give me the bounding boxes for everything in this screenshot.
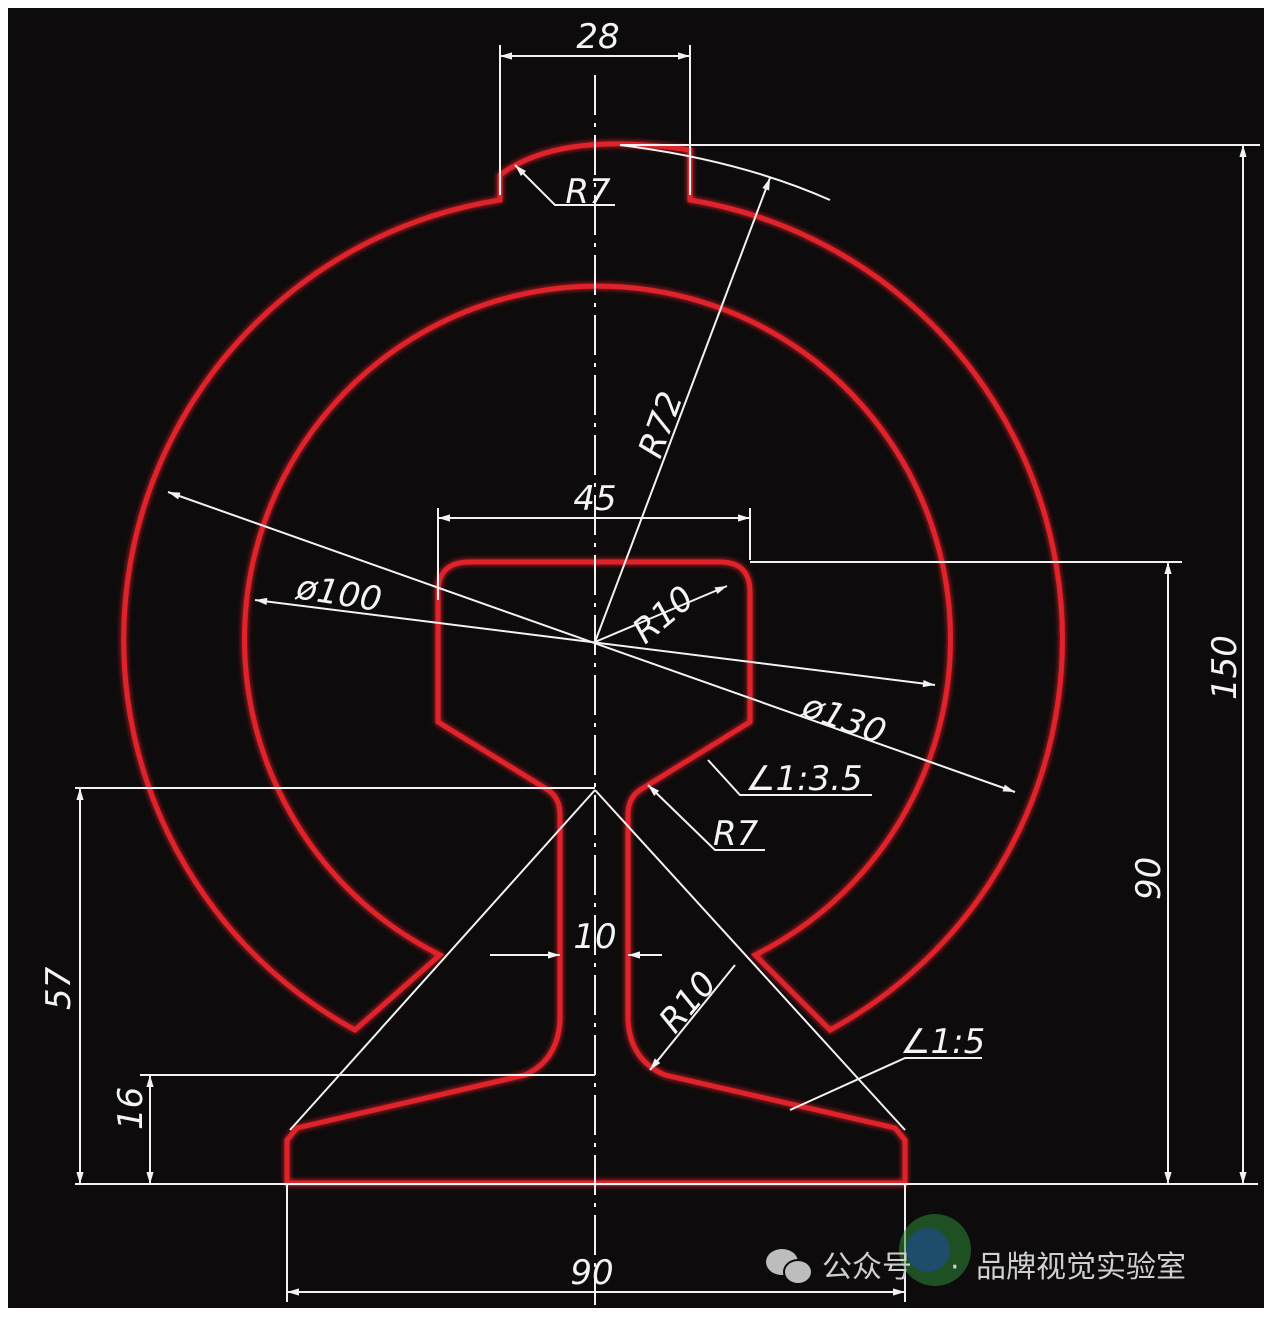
label-base-height: 16 (111, 1087, 151, 1130)
label-height-57: 57 (39, 966, 79, 1010)
label-total-height: 150 (1205, 635, 1245, 700)
label-top-width: 28 (576, 17, 619, 57)
watermark-name: 品牌视觉实验室 (976, 1250, 1186, 1285)
label-base-taper: ∠1:5 (900, 1022, 985, 1062)
outer-ring-outline (121, 141, 1065, 1034)
label-neck-radius: R7 (713, 814, 759, 854)
watermark: 公众号 · 品牌视觉实验室 (766, 1214, 1186, 1286)
label-web-width: 10 (573, 917, 616, 957)
label-rail-height: 90 (1129, 857, 1169, 900)
dimension-lines (75, 45, 1260, 1305)
label-base-width: 90 (570, 1253, 613, 1293)
watermark-prefix: 公众号 (822, 1250, 912, 1285)
watermark-separator: · (950, 1250, 960, 1285)
wechat-icon (766, 1249, 813, 1285)
label-head-taper: ∠1:3.5 (745, 759, 863, 799)
label-top-radius: R7 (565, 172, 611, 212)
label-head-width: 45 (573, 479, 616, 519)
